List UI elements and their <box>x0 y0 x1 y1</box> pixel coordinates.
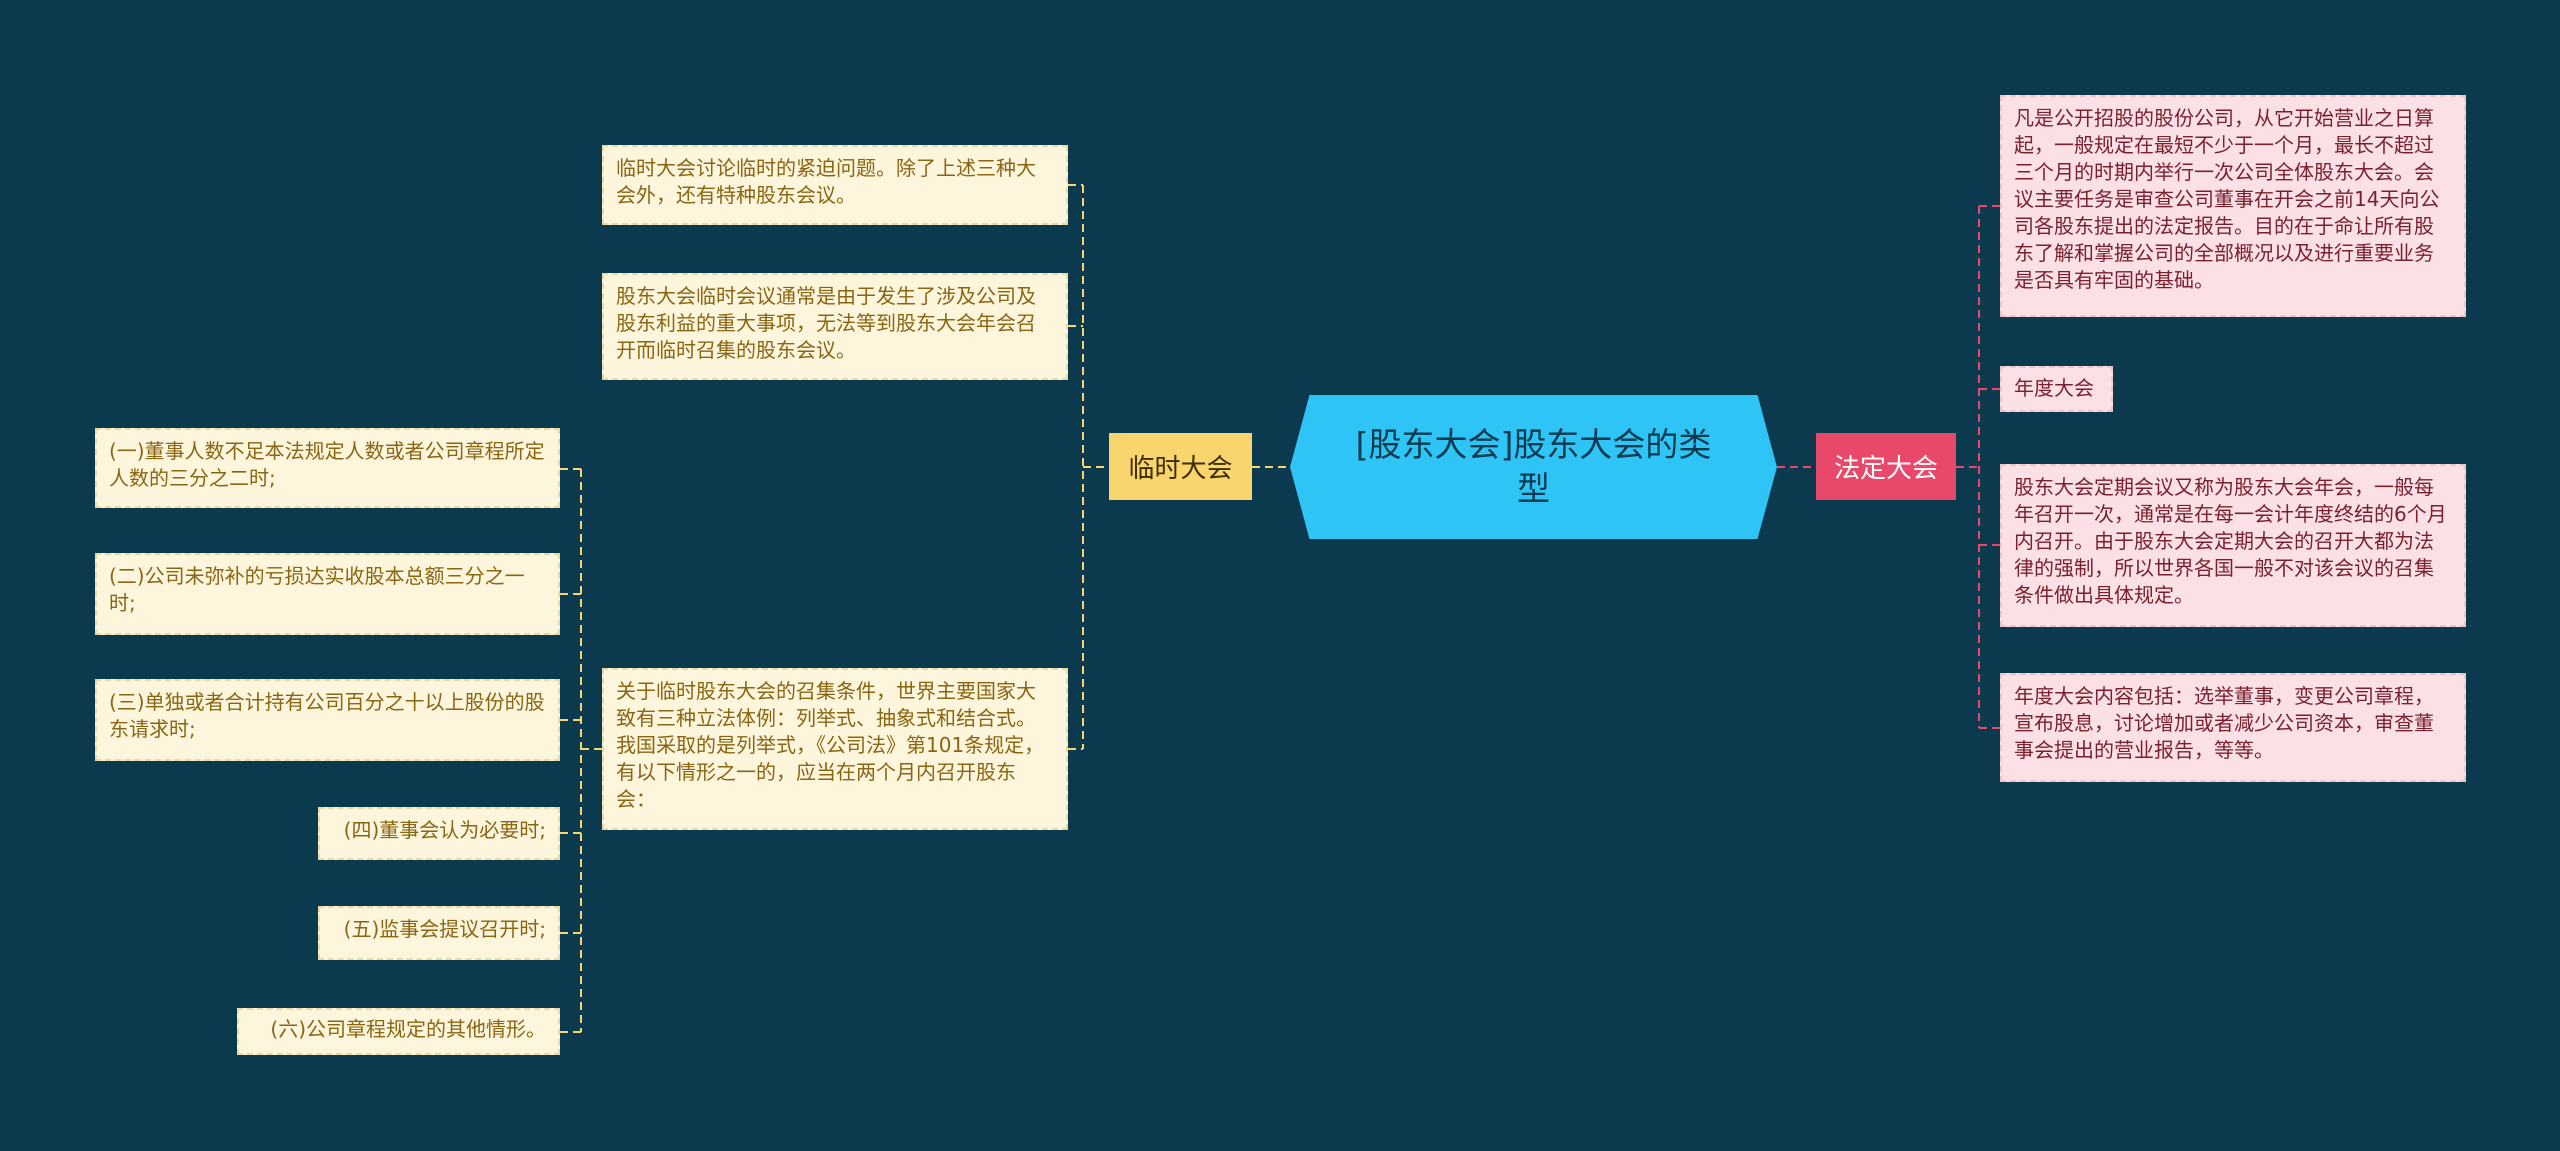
topic-node[interactable]: 年度大会 <box>2000 366 2113 412</box>
condition-node[interactable]: (一)董事人数不足本法规定人数或者公司章程所定人数的三分之二时; <box>95 428 560 508</box>
condition-node[interactable]: (四)董事会认为必要时; <box>318 807 560 860</box>
topic-node[interactable]: 年度大会内容包括：选举董事，变更公司章程，宣布股息，讨论增加或者减少公司资本，审… <box>2000 673 2466 782</box>
condition-node[interactable]: (五)监事会提议召开时; <box>318 906 560 960</box>
topic-node[interactable]: 凡是公开招股的股份公司，从它开始营业之日算起，一般规定在最短不少于一个月，最长不… <box>2000 95 2466 317</box>
branch-temporary-meeting[interactable]: 临时大会 <box>1109 433 1252 500</box>
condition-node[interactable]: (六)公司章程规定的其他情形。 <box>237 1008 560 1055</box>
topic-node[interactable]: 股东大会临时会议通常是由于发生了涉及公司及股东利益的重大事项，无法等到股东大会年… <box>602 273 1068 380</box>
condition-node[interactable]: (三)单独或者合计持有公司百分之十以上股份的股东请求时; <box>95 679 560 761</box>
branch-label: 法定大会 <box>1833 454 1938 484</box>
topic-node[interactable]: 临时大会讨论临时的紧迫问题。除了上述三种大会外，还有特种股东会议。 <box>602 145 1068 225</box>
central-topic[interactable]: [股东大会]股东大会的类型 <box>1290 395 1777 539</box>
central-topic-label: [股东大会]股东大会的类型 <box>1355 425 1712 508</box>
branch-statutory-meeting[interactable]: 法定大会 <box>1816 433 1956 500</box>
topic-node[interactable]: 关于临时股东大会的召集条件，世界主要国家大致有三种立法体例：列举式、抽象式和结合… <box>602 668 1068 830</box>
topic-node[interactable]: 股东大会定期会议又称为股东大会年会，一般每年召开一次，通常是在每一会计年度终结的… <box>2000 464 2466 627</box>
condition-node[interactable]: (二)公司未弥补的亏损达实收股本总额三分之一时; <box>95 553 560 635</box>
branch-label: 临时大会 <box>1128 454 1233 484</box>
